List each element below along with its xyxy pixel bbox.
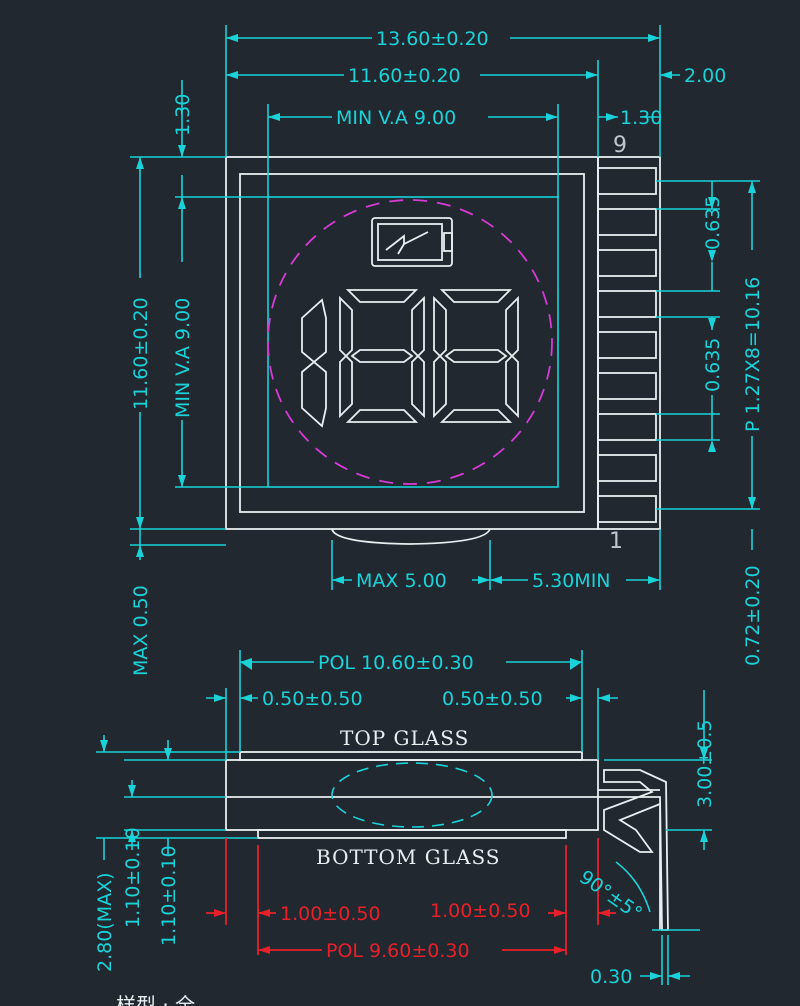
dim-arrows-side-left [100, 740, 172, 842]
overall-width-label: 13.60±0.20 [376, 28, 489, 50]
pol-bottom-label: POL 9.60±0.30 [326, 940, 470, 962]
right-100-label: 1.00±0.50 [430, 900, 531, 922]
pin-block [597, 156, 661, 530]
top-offset-label: 1.30 [172, 94, 194, 136]
bottom-glass-label: BOTTOM GLASS [316, 845, 501, 869]
pin-9-label: 9 [613, 133, 627, 158]
seal-ellipse [331, 762, 493, 828]
seven-segment-188 [301, 289, 519, 428]
bottom-glass [257, 829, 567, 839]
bottom-tab [331, 528, 491, 545]
angle-label: 90°±5° [575, 866, 646, 925]
glass-width-label: 11.60±0.20 [348, 65, 461, 87]
pitch-label: P 1.27X8=10.16 [742, 277, 764, 432]
right-050-label: 0.50±0.50 [442, 688, 543, 710]
dim-lines-side-top [206, 650, 712, 850]
pin-slots [597, 167, 657, 523]
pin-030-label: 0.30 [590, 966, 632, 988]
pin-1-label: 1 [609, 529, 623, 554]
left-100-label: 1.00±0.50 [280, 903, 381, 925]
pin-width-mid-label: 0.635 [702, 338, 724, 392]
va-width-label: MIN V.A 9.00 [336, 107, 456, 129]
dim-arrows-left [136, 145, 186, 529]
pin-offset-label: 1.30 [620, 107, 662, 129]
battery-charging-icon [371, 217, 453, 267]
max-tab-label: MAX 5.00 [356, 570, 447, 592]
height-300-label: 3.00±0.5 [694, 720, 716, 808]
min-530-label: 5.30MIN [532, 570, 611, 592]
glass-height-label: 11.60±0.20 [130, 297, 152, 410]
max-050-label: MAX 0.50 [130, 585, 152, 676]
pin-width-top-label: 0.635 [702, 196, 724, 250]
dim-arrows-pin-030 [650, 972, 680, 980]
dim-arrows-below [136, 545, 660, 584]
pol-top-label: POL 10.60±0.30 [318, 652, 474, 674]
inner-window [239, 173, 585, 513]
dim-arrows-right [708, 181, 756, 509]
va-height-label: MIN V.A 9.00 [172, 298, 194, 418]
left-050-label: 0.50±0.50 [262, 688, 363, 710]
top-glass [225, 759, 599, 831]
top-glass-label: TOP GLASS [340, 726, 469, 750]
dim-lines-top [225, 25, 680, 197]
viewing-circle [267, 199, 553, 485]
glass-thk-2-label: 1.10±0.10 [158, 845, 180, 946]
glass-thk-1-label: 1.10±0.10 [122, 827, 144, 928]
pin-thickness-label: 0.72±0.20 [742, 565, 764, 666]
footer-text: 样型 · 全 [116, 993, 195, 1006]
top-polarizer [239, 751, 583, 761]
total-height-label: 2.80(MAX) [94, 872, 116, 972]
dim-arrows-top [226, 34, 672, 121]
dim-arrows-side-top [214, 658, 708, 842]
pin-length-label: 2.00 [684, 65, 726, 87]
angle-arc [615, 861, 651, 913]
dim-arrows-red [214, 909, 610, 954]
dim-lines-pin-030 [640, 929, 700, 985]
